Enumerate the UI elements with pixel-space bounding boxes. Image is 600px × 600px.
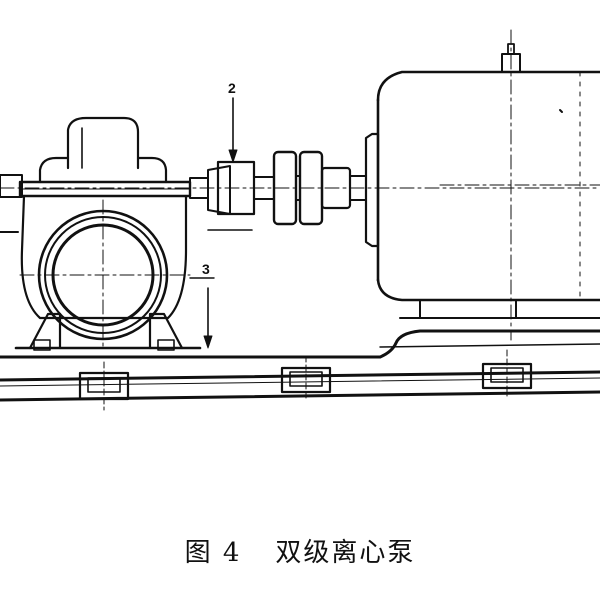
pump-casing: [0, 116, 202, 351]
centre-lines: [0, 29, 600, 351]
motor: [364, 43, 600, 319]
base-frame: [0, 329, 600, 411]
callout-2: 2: [228, 80, 238, 163]
callout-3-label: 3: [202, 261, 210, 277]
figure-number: 图 4: [184, 538, 242, 568]
figure-title: 双级离心泵: [275, 538, 416, 568]
figure-caption: 图 4 双级离心泵: [0, 532, 600, 569]
shaft-coupling: [189, 150, 367, 231]
callout-2-label: 2: [228, 80, 236, 96]
callout-3: 3: [189, 261, 215, 349]
